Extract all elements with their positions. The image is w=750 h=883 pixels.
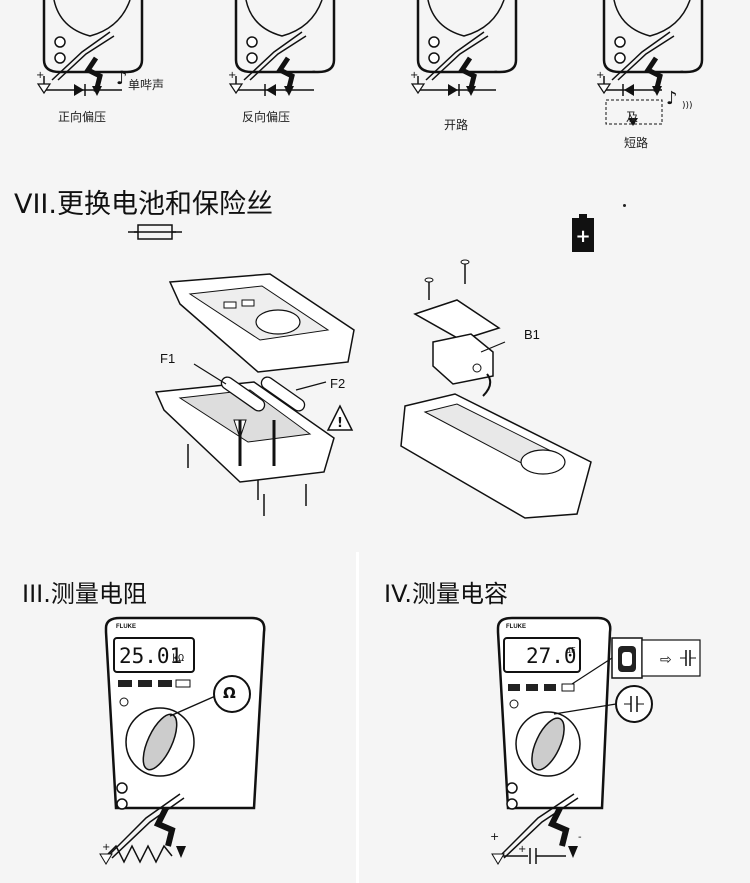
brand-label-resistance: FLUKE xyxy=(116,624,136,630)
caption-reverse-bias: 反向偏压 xyxy=(242,110,291,124)
caption-open: 开路 xyxy=(444,118,469,132)
svg-text:-: - xyxy=(312,66,316,77)
resistance-display-value: 25.01 xyxy=(119,644,183,668)
section-divider xyxy=(356,552,359,883)
svg-text:+: + xyxy=(410,70,418,81)
section-vii-title: VII.更换电池和保险丝 xyxy=(14,189,273,220)
svg-text:♪: ♪ xyxy=(116,68,128,89)
dot-mark xyxy=(623,204,626,207)
label-f2: F2 xyxy=(330,376,346,391)
meter-forward-bias: + - ♪ xyxy=(36,0,144,96)
meter-short: + - ♪ ))) xyxy=(596,0,704,126)
svg-text:-: - xyxy=(578,832,582,843)
battery-replacement-diagram xyxy=(400,259,592,519)
svg-text:+: + xyxy=(575,226,590,247)
svg-text:-: - xyxy=(494,66,498,77)
capacitance-display-value: 27.0 xyxy=(526,644,577,668)
svg-text:+: + xyxy=(518,844,526,855)
svg-text:-: - xyxy=(120,66,124,77)
svg-text:+: + xyxy=(102,842,110,853)
svg-text:♪: ♪ xyxy=(666,88,678,109)
resistance-display-unit: kΩ xyxy=(172,653,185,664)
label-b1: B1 xyxy=(524,327,540,342)
meter-open: + - xyxy=(410,0,518,96)
section-iii-title: III.测量电阻 xyxy=(22,580,147,608)
caption-short: 短路 xyxy=(624,136,649,150)
battery-icon: + xyxy=(572,214,594,252)
label-f1: F1 xyxy=(160,351,176,366)
svg-text:+: + xyxy=(36,70,44,81)
svg-text:+: + xyxy=(596,70,604,81)
capacitance-display-unit: μF xyxy=(566,646,576,655)
fuse-icon xyxy=(128,224,182,240)
meter-reverse-bias: + - xyxy=(228,0,336,96)
svg-text:+: + xyxy=(228,70,236,81)
fuse-replacement-diagram: ! xyxy=(154,273,355,516)
svg-text:!: ! xyxy=(337,416,343,431)
brand-label-capacitance: FLUKE xyxy=(506,624,526,630)
svg-text:⇨: ⇨ xyxy=(660,652,672,668)
and-label: 及 xyxy=(626,110,639,124)
svg-text:+: + xyxy=(490,830,499,843)
svg-text:))): ))) xyxy=(682,101,693,111)
svg-text:-: - xyxy=(680,66,684,77)
capacitance-meter: ⇨ + + - xyxy=(490,616,701,865)
resistance-meter: + xyxy=(99,616,266,865)
beep-label: 单哔声 xyxy=(128,78,165,92)
caption-forward-bias: 正向偏压 xyxy=(58,110,107,124)
ohm-dial-symbol: Ω xyxy=(223,684,236,702)
section-iv-title: IV.测量电容 xyxy=(384,580,509,608)
